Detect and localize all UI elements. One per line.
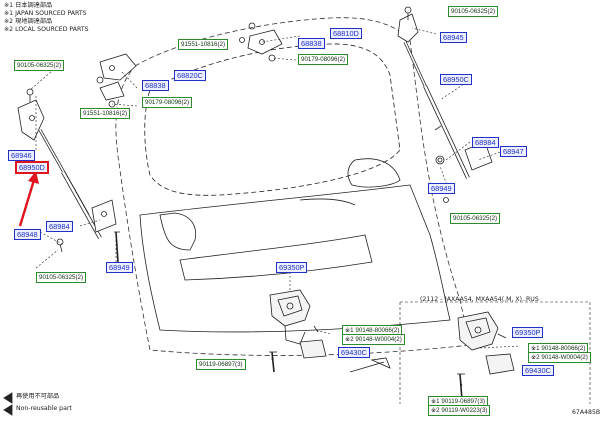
part-label[interactable]: 91551-10816(2) (178, 39, 229, 50)
part-label[interactable]: 69430C (522, 365, 554, 376)
part-label[interactable]: 68810D (330, 28, 362, 39)
ref-code: 67A485B (572, 409, 600, 416)
part-label[interactable]: 68946 (8, 150, 35, 161)
part-label[interactable]: ※2 90119-W0223(3) (428, 405, 491, 416)
part-label[interactable]: 90105-06325(2) (448, 6, 499, 17)
part-label[interactable]: 69350P (512, 327, 544, 338)
part-label[interactable]: 68984 (46, 221, 73, 232)
part-label[interactable]: 68945 (440, 32, 467, 43)
part-label[interactable]: 90105-06325(2) (14, 60, 65, 71)
part-label[interactable]: 68838 (298, 38, 325, 49)
part-label[interactable]: 90105-06325(2) (450, 213, 501, 224)
part-label[interactable]: ※2 90148-W0004(2) (342, 334, 405, 345)
legend-note-2-en: ※2 LOCAL SOURCED PARTS (4, 26, 89, 33)
legend-note-2: ※2 現地調達部品 (4, 18, 53, 25)
part-label[interactable]: 68950C (440, 74, 472, 85)
part-label[interactable]: 90179-08096(2) (142, 97, 193, 108)
variant-note: (2112 - )AXAA54, MXAA54(.M, X)..RUS (420, 296, 539, 303)
legend-nonreusable: 再使用不可部品 (16, 393, 60, 400)
part-label[interactable]: 68838 (142, 80, 169, 91)
part-label[interactable]: 68949 (428, 183, 455, 194)
legend-note-1-en: ※1 JAPAN SOURCED PARTS (4, 10, 87, 17)
part-label[interactable]: 69430C (338, 347, 370, 358)
part-label[interactable]: ※2 90148-W0004(2) (528, 352, 591, 363)
part-label-highlighted[interactable]: 68950D (15, 161, 49, 174)
part-label[interactable]: 68984 (472, 137, 499, 148)
highlight-arrow-icon (18, 171, 39, 227)
part-label[interactable]: 68948 (14, 229, 41, 240)
part-label[interactable]: 69350P (276, 262, 308, 273)
part-label[interactable]: 68820C (174, 70, 206, 81)
legend-note-1: ※1 日本調達部品 (4, 2, 53, 9)
part-label[interactable]: 91551-10816(2) (80, 108, 131, 119)
part-label[interactable]: 90105-06325(2) (36, 272, 87, 283)
legend-nonreusable-en: Non-reusable part (16, 405, 72, 412)
part-label[interactable]: 68949 (106, 262, 133, 273)
part-label[interactable]: 90179-08096(2) (298, 54, 349, 65)
part-label[interactable]: 90119-06897(3) (196, 359, 246, 370)
part-label[interactable]: 68947 (500, 146, 527, 157)
